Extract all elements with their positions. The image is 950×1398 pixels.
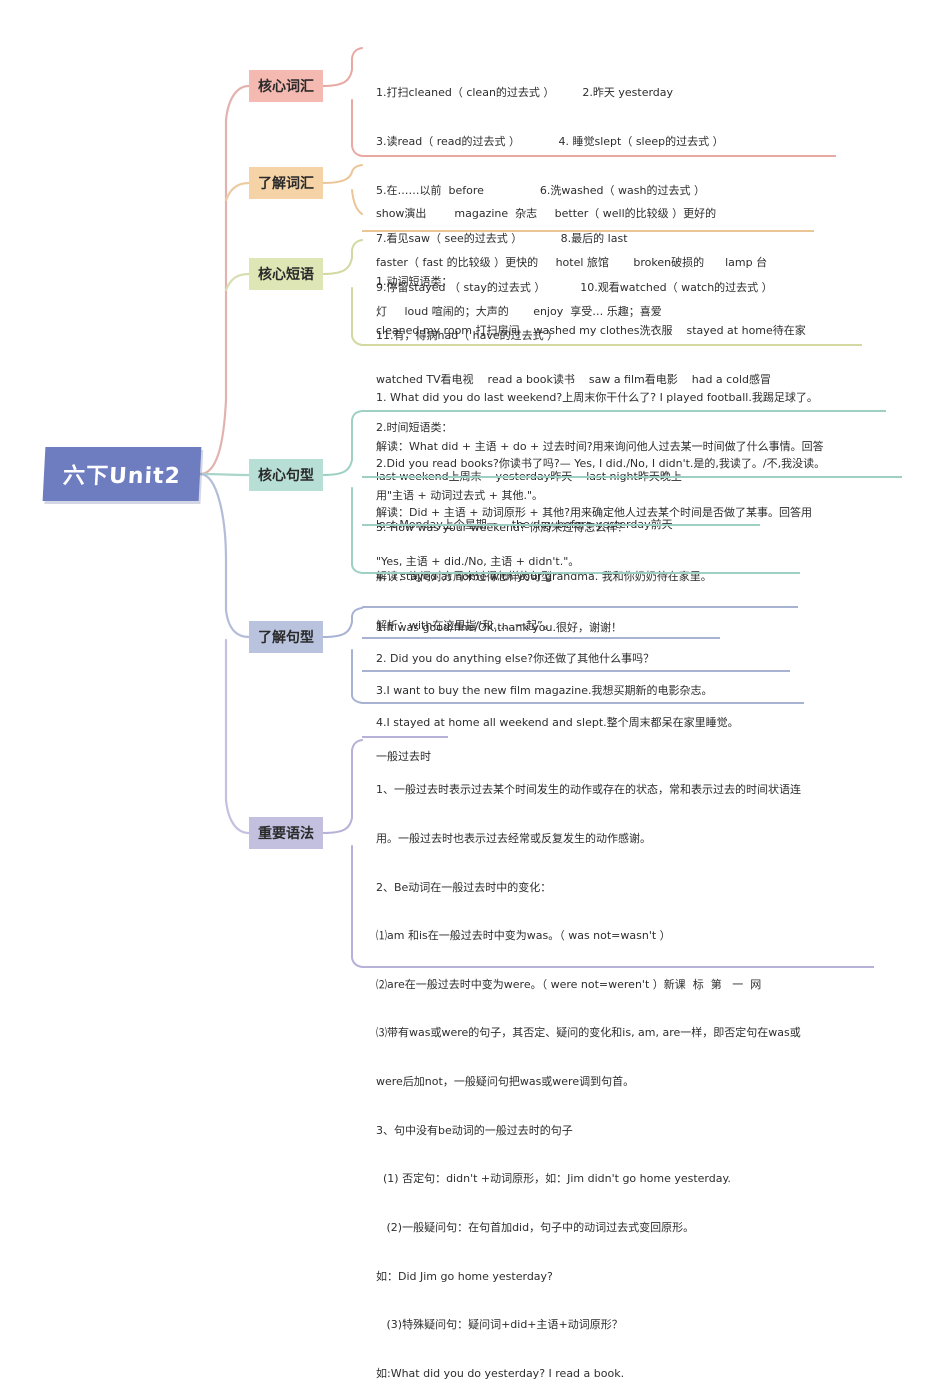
branch-core-vocab: 核心词汇 <box>249 70 323 102</box>
underline <box>362 606 798 608</box>
underline <box>362 966 874 968</box>
text-line: 5.在……以前 before 6.洗washed（ wash的过去式 ） <box>376 183 705 197</box>
text-line: 1. What did you do last weekend?上周末你干什么了… <box>376 391 818 405</box>
text-line: 2.时间短语类： <box>376 421 453 435</box>
text-line: ⑶带有was或were的句子，其否定、疑问的变化和is, am, are一样，即… <box>376 1026 801 1040</box>
know-sentence-4: 4.I stayed at home all weekend and slept… <box>376 683 739 748</box>
core-sentence-1: 1. What did you do last weekend?上周末你干什么了… <box>376 358 824 520</box>
text-line: watched TV看电视 read a book读书 saw a film看电… <box>376 372 771 386</box>
text-line: 3.I want to buy the new film magazine.我想… <box>376 684 713 698</box>
text-line: faster（ fast 的比较级 ）更快的 hotel 旅馆 broken破损… <box>376 256 768 270</box>
underline <box>362 637 720 639</box>
text-line: 11.有，得病had（ have的过去式 ） <box>376 329 559 343</box>
root-title: 六下Unit2 <box>62 464 182 489</box>
branch-know-vocab: 了解词汇 <box>249 167 323 199</box>
text-line: show演出 magazine 杂志 better（ well的比较级 ）更好的 <box>376 207 717 221</box>
underline <box>362 524 760 526</box>
branch-label: 核心句型 <box>258 468 314 484</box>
text-line: "Yes, 主语 + did./No, 主语 + didn't."。 <box>376 554 580 568</box>
branch-grammar: 重要语法 <box>249 817 323 849</box>
text-line: 1、一般过去时表示过去某个时间发生的动作或存在的状态，常和表示过去的时间状语连 <box>376 783 801 797</box>
core-vocab-text: 1.打扫cleaned（ clean的过去式 ） 2.昨天 yesterday … <box>376 53 773 361</box>
branch-label: 了解句型 <box>258 630 314 646</box>
underline <box>362 476 902 478</box>
text-line: were后加not，一般疑问句把was或were调到句首。 <box>376 1075 635 1089</box>
text-line: 灯 loud 喧闹的；大声的 enjoy 享受… 乐趣；喜爱 <box>376 304 662 318</box>
grammar-text: 1、一般过去时表示过去某个时间发生的动作或存在的状态，常和表示过去的时间状语连 … <box>376 750 801 1398</box>
underline <box>362 155 836 157</box>
branch-label: 重要语法 <box>258 826 314 842</box>
text-line: cleaned my room 打扫房间 washed my clothes洗衣… <box>376 324 806 338</box>
text-line: 解析：with在这里指“和……一起”。 <box>376 619 554 633</box>
text-line: 9.停留stayed （ stay的过去式 ） 10.观看watched（ wa… <box>376 280 773 294</box>
text-line: 3、句中没有be动词的一般过去时的句子 <box>376 1123 573 1137</box>
know-sentence-3: 3.I want to buy the new film magazine.我想… <box>376 651 712 716</box>
branch-label: 了解词汇 <box>258 176 314 192</box>
text-line: 1.动词短语类： <box>376 275 453 289</box>
text-line: 2.Did you read books?你读书了吗?— Yes, I did.… <box>376 457 826 471</box>
underline <box>362 736 448 738</box>
text-line: ⑵are在一般过去时中变为were。（ were not=weren't ）新课… <box>376 977 762 991</box>
branch-label: 核心短语 <box>258 267 314 283</box>
underline <box>362 344 862 346</box>
branch-label: 核心词汇 <box>258 79 314 95</box>
text-line: 1.It was good/fine/OK,thank you.很好，谢谢！ <box>376 621 622 635</box>
branch-core-phrases: 核心短语 <box>249 258 323 290</box>
underline <box>362 230 814 232</box>
underline <box>362 410 886 412</box>
grammar-heading: 一般过去时 <box>376 717 431 782</box>
text-line: 解读：Did + 主语 + 动词原形 + 其他?用来确定他人过去某个时间是否做了… <box>376 506 812 520</box>
mindmap-connectors <box>198 47 363 968</box>
core-sentence-2: 2.Did you read books?你读书了吗?— Yes, I did.… <box>376 424 825 586</box>
branch-core-sentences: 核心句型 <box>249 459 323 491</box>
text-line: 4.I stayed at home all weekend and slept… <box>376 716 739 730</box>
underline <box>362 702 804 704</box>
text-line: 如：Did Jim go home yesterday? <box>376 1269 553 1283</box>
root-topic: 六下Unit2 <box>42 447 202 501</box>
know-sentence-2: 2. Did you do anything else?你还做了其他什么事吗？ <box>376 619 654 684</box>
text-line: (3)特殊疑问句：疑问词+did+主语+动词原形？ <box>376 1318 623 1332</box>
branch-know-sentences: 了解句型 <box>249 621 323 653</box>
know-sentence-1: 1.It was good/fine/OK,thank you.很好，谢谢！ <box>376 588 622 653</box>
text-line: 3. How was your weekend? 你周末过得怎么样？ <box>376 521 629 535</box>
text-line: 3.读read（ read的过去式 ） 4. 睡觉slept（ sleep的过去… <box>376 135 724 149</box>
text-line: 7.看见saw（ see的过去式 ） 8.最后的 last <box>376 232 628 246</box>
text-line: 用"主语 + 动词过去式 + 其他."。 <box>376 488 544 502</box>
text-line: 一般过去时 <box>376 750 431 764</box>
underline <box>362 670 790 672</box>
text-line: 2、Be动词在一般过去时中的变化： <box>376 880 552 894</box>
text-line: 2. Did you do anything else?你还做了其他什么事吗？ <box>376 652 655 666</box>
underline <box>362 572 800 574</box>
text-line: (2)一般疑问句：在句首加did，句子中的动词过去式变回原形。 <box>376 1220 695 1234</box>
text-line: 1.打扫cleaned（ clean的过去式 ） 2.昨天 yesterday <box>376 86 674 100</box>
text-line: (1) 否定句：didn't +动词原形，如：Jim didn't go hom… <box>376 1172 731 1186</box>
text-line: 如:What did you do yesterday? I read a bo… <box>376 1366 625 1380</box>
text-line: 解读：What did + 主语 + do + 过去时间?用来询问他人过去某一时… <box>376 440 824 454</box>
text-line: ⑴am 和is在一般过去时中变为was。（ was not=wasn't ） <box>376 929 671 943</box>
know-vocab-text: show演出 magazine 杂志 better（ well的比较级 ）更好的… <box>376 174 767 336</box>
text-line: 用。一般过去时也表示过去经常或反复发生的动作感谢。 <box>376 832 651 846</box>
